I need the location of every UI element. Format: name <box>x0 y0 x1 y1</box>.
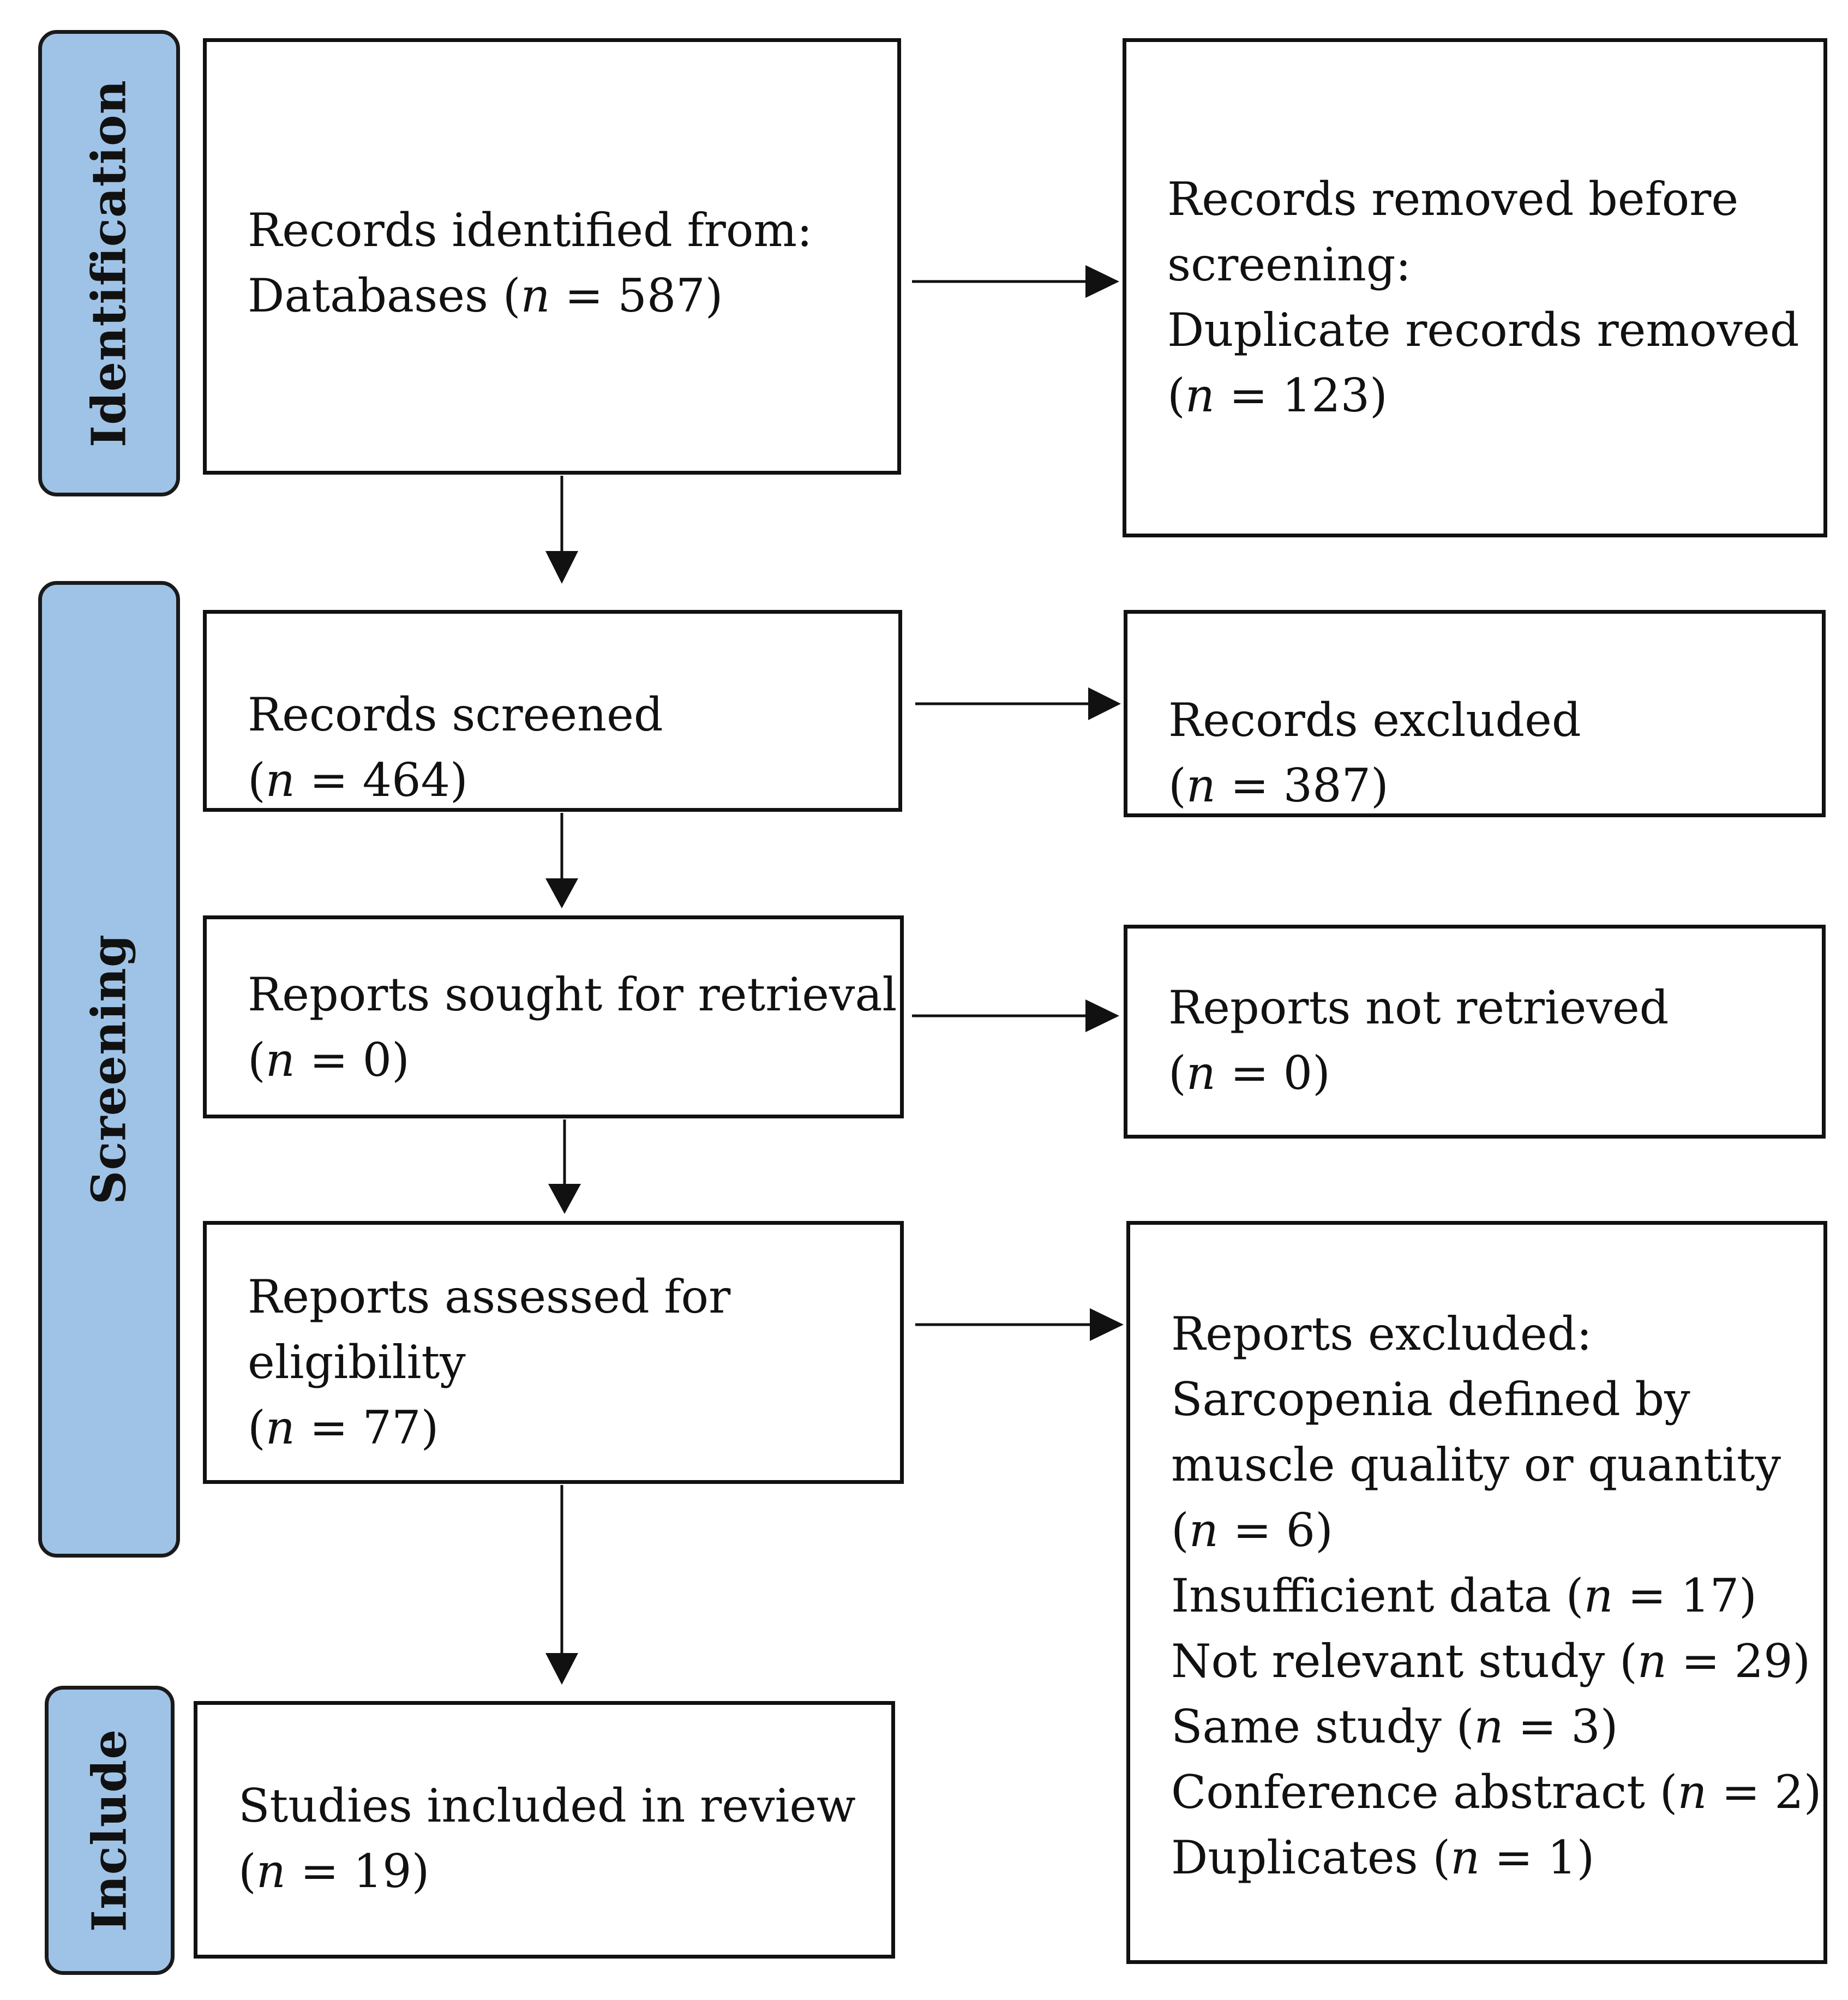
records-identified-count: Databases (n = 587) <box>248 269 723 322</box>
records-excluded-count: (n = 387) <box>1168 759 1389 812</box>
arrowhead-right-3 <box>1085 999 1119 1032</box>
reports-excluded-reason-3: Not relevant study (n = 29) <box>1171 1634 1811 1688</box>
records-removed-box: Records removed before screening: Duplic… <box>1123 38 1827 537</box>
arrowhead-down-1 <box>545 551 578 584</box>
reports-not-retrieved-label: Reports not retrieved <box>1168 981 1669 1034</box>
records-screened-count: (n = 464) <box>248 753 468 807</box>
records-identified-label: Records identified from: <box>248 203 813 257</box>
reports-excluded-reason-1-count: (n = 6) <box>1171 1504 1333 1557</box>
records-removed-label-2: screening: <box>1167 238 1411 291</box>
reports-sought-box: Reports sought for retrieval (n = 0) <box>203 915 904 1118</box>
reports-sought-label: Reports sought for retrieval <box>248 968 897 1021</box>
arrowhead-down-3 <box>548 1184 581 1214</box>
phase-screening: Screening <box>38 581 180 1558</box>
reports-assessed-label-2: eligibility <box>248 1336 466 1389</box>
records-removed-label-1: Records removed before <box>1167 172 1739 226</box>
reports-excluded-reason-5: Conference abstract (n = 2) <box>1171 1765 1822 1819</box>
reports-excluded-reason-4: Same study (n = 3) <box>1171 1700 1618 1753</box>
reports-excluded-title: Reports excluded: <box>1171 1307 1592 1361</box>
reports-assessed-label-1: Reports assessed for <box>248 1270 731 1324</box>
arrowhead-down-4 <box>545 1653 578 1685</box>
arrowhead-right-4 <box>1090 1308 1124 1341</box>
records-screened-box: Records screened (n = 464) <box>203 610 902 812</box>
reports-excluded-box: Reports excluded: Sarcopenia defined by … <box>1126 1221 1827 1964</box>
records-excluded-label: Records excluded <box>1168 693 1581 747</box>
arrowhead-down-2 <box>545 878 578 908</box>
records-identified-box: Records identified from: Databases (n = … <box>203 38 901 475</box>
studies-included-box: Studies included in review (n = 19) <box>194 1701 895 1959</box>
arrowhead-right-2 <box>1088 687 1121 720</box>
reports-excluded-reason-1a: Sarcopenia defined by <box>1171 1373 1690 1426</box>
records-screened-label: Records screened <box>248 688 663 741</box>
records-removed-label-3: Duplicate records removed <box>1167 303 1799 357</box>
studies-included-count: (n = 19) <box>238 1845 430 1898</box>
records-excluded-box: Records excluded (n = 387) <box>1124 610 1826 817</box>
phase-include: Include <box>45 1686 175 1975</box>
reports-assessed-box: Reports assessed for eligibility (n = 77… <box>203 1221 904 1484</box>
reports-assessed-count: (n = 77) <box>248 1401 439 1454</box>
reports-sought-count: (n = 0) <box>248 1033 410 1087</box>
arrowhead-right-1 <box>1085 265 1119 298</box>
reports-excluded-reason-2: Insufficient data (n = 17) <box>1171 1569 1757 1622</box>
records-removed-count: (n = 123) <box>1167 369 1388 422</box>
reports-excluded-reason-6: Duplicates (n = 1) <box>1171 1831 1595 1884</box>
studies-included-label: Studies included in review <box>238 1779 856 1833</box>
reports-not-retrieved-box: Reports not retrieved (n = 0) <box>1124 925 1826 1139</box>
phase-identification: Identification <box>38 30 180 496</box>
reports-not-retrieved-count: (n = 0) <box>1168 1046 1330 1100</box>
reports-excluded-reason-1b: muscle quality or quantity <box>1171 1438 1781 1492</box>
